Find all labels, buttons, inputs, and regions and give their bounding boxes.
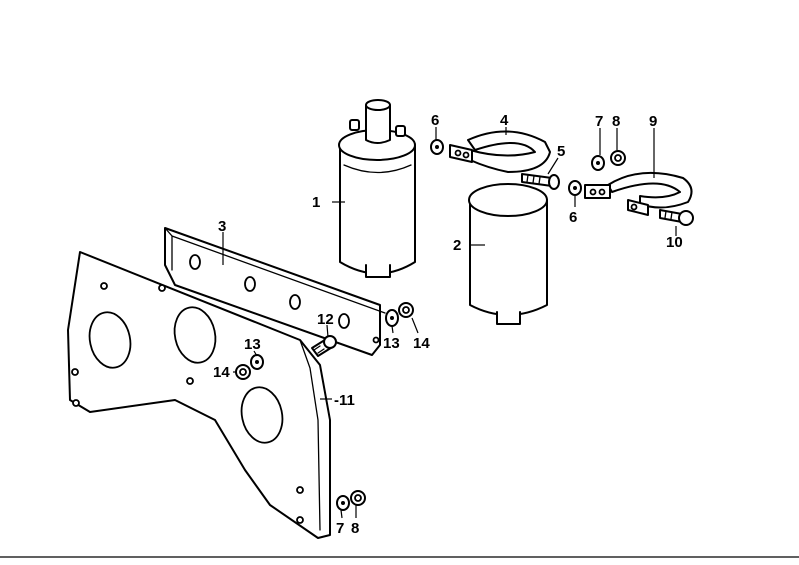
washer-part-13-upper <box>385 309 399 327</box>
callout-1: 1 <box>312 194 320 211</box>
nut-part-6-upper <box>430 139 444 155</box>
clamp-screw-part-10 <box>659 209 694 226</box>
callout-2: 2 <box>453 237 461 254</box>
callout-11: -11 <box>334 392 355 409</box>
ignition-coil-part-2 <box>468 183 548 325</box>
nut-part-14-lower <box>235 364 251 380</box>
callout-8-top: 8 <box>612 113 620 130</box>
callout-7-bottom: 7 <box>336 520 344 537</box>
callout-4: 4 <box>500 112 509 129</box>
clamp-strap-part-4 <box>449 130 551 173</box>
clamp-strap-part-9 <box>584 171 693 216</box>
clamp-screw-part-5 <box>521 173 560 190</box>
callout-9: 9 <box>649 113 657 130</box>
callout-6-right: 6 <box>569 209 577 226</box>
callout-10: 10 <box>666 234 683 251</box>
callout-13-upper: 13 <box>383 335 400 352</box>
washer-part-7-bottom <box>336 495 350 511</box>
nut-part-6-right <box>568 180 582 196</box>
callout-3: 3 <box>218 218 226 235</box>
screw-part-12 <box>311 335 337 357</box>
ignition-coil-part-1 <box>338 99 416 278</box>
mounting-plate-part-11 <box>67 251 331 539</box>
callout-14-lower: 14 <box>213 364 230 381</box>
callout-5: 5 <box>557 143 565 160</box>
washer-part-13-lower <box>250 354 264 370</box>
callout-leader-lines <box>222 127 677 519</box>
callout-14-upper: 14 <box>413 335 430 352</box>
callout-6-upper: 6 <box>431 112 439 129</box>
washer-part-7-top <box>591 155 605 171</box>
callout-13-lower: 13 <box>244 336 261 353</box>
bracket-rail-part-3 <box>164 227 386 356</box>
nut-part-8-top <box>610 150 626 166</box>
callout-8-bottom: 8 <box>351 520 359 537</box>
callout-7-top: 7 <box>595 113 603 130</box>
nut-part-14-upper <box>398 302 414 318</box>
nut-part-8-bottom <box>350 490 366 506</box>
callout-12: 12 <box>317 311 334 328</box>
